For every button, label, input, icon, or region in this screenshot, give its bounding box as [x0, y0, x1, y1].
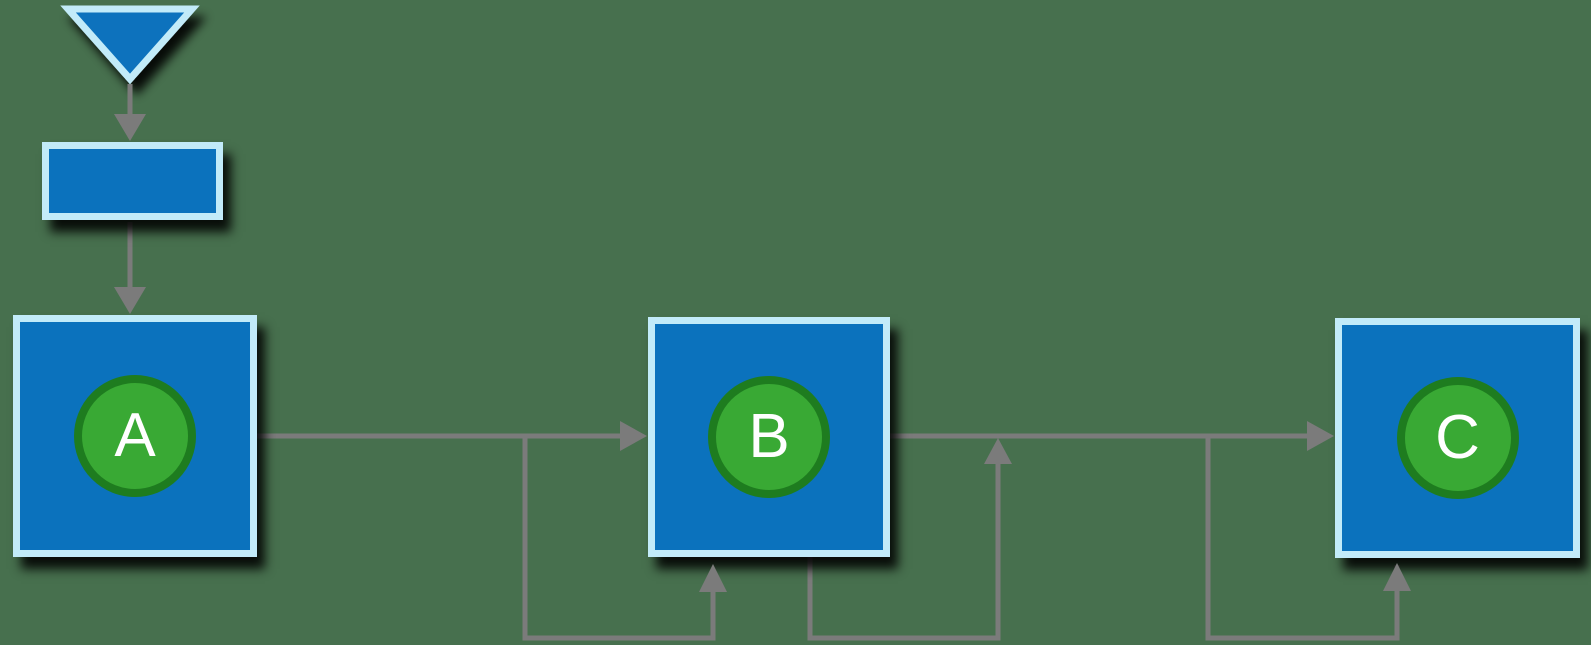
arrow-down-into-entry-icon [114, 114, 146, 141]
arrow-up-into-c-bottom-icon [1383, 563, 1411, 591]
node-a-badge: A [74, 375, 196, 497]
start-triangle-icon[interactable] [60, 5, 200, 85]
arrow-up-into-bc-line-icon [984, 438, 1012, 464]
node-c-label: C [1435, 403, 1480, 472]
node-c[interactable]: C [1335, 318, 1580, 558]
node-a[interactable]: A [13, 315, 257, 557]
node-c-badge: C [1396, 377, 1519, 499]
arrow-down-into-a-icon [114, 287, 146, 314]
node-a-label: A [114, 401, 156, 470]
arrow-right-into-c-icon [1307, 421, 1334, 451]
node-b-badge: B [708, 376, 830, 498]
node-b-label: B [748, 402, 790, 471]
entry-rectangle[interactable] [42, 142, 223, 220]
arrow-up-into-b-bottom-icon [699, 564, 727, 592]
arrow-right-into-b-icon [620, 421, 647, 451]
node-b[interactable]: B [648, 317, 890, 557]
